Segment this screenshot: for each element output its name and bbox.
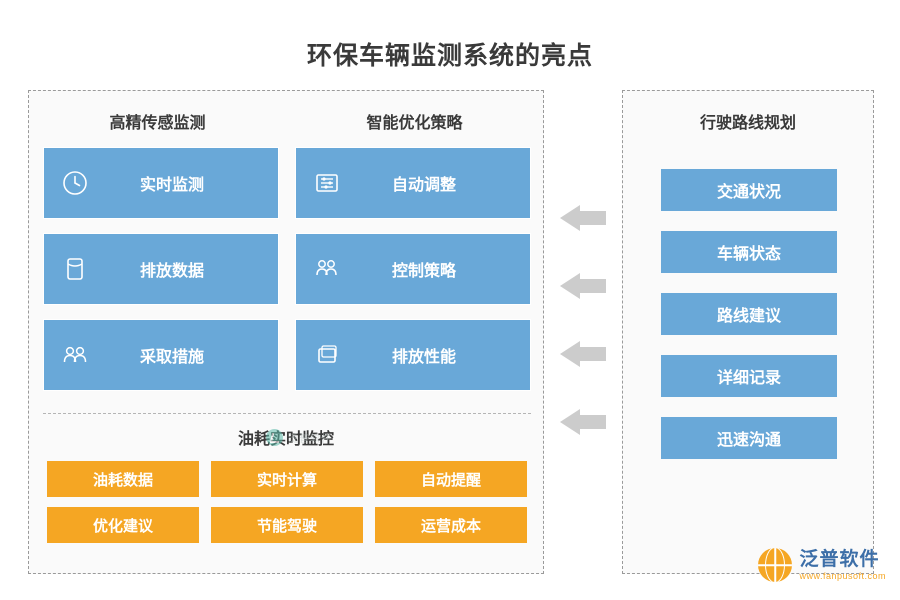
people-icon — [44, 340, 106, 370]
arrow-shaft — [580, 415, 606, 429]
card-emission-performance[interactable]: 排放性能 — [295, 319, 531, 391]
arrow-left-icon — [560, 341, 606, 367]
globe-ring — [765, 548, 786, 582]
windows-icon — [296, 340, 358, 370]
heading-optimization-strategy: 智能优化策略 — [366, 115, 463, 132]
fuel-item-4[interactable]: 节能驾驶 — [211, 507, 363, 543]
left-panel-headings: 高精传感监测 智能优化策略 — [29, 109, 543, 133]
brand-text: 泛普软件 www.fanpusoft.com — [799, 549, 886, 581]
card-realtime-monitoring[interactable]: 实时监测 — [43, 147, 279, 219]
fuel-item-0[interactable]: 油耗数据 — [47, 461, 199, 497]
route-item-0[interactable]: 交通状况 — [661, 169, 837, 211]
database-icon — [44, 254, 106, 284]
route-item-1[interactable]: 车辆状态 — [661, 231, 837, 273]
card-label: 排放性能 — [391, 349, 456, 366]
card-take-measures[interactable]: 采取措施 — [43, 319, 279, 391]
card-label: 控制策略 — [391, 263, 456, 280]
fuel-section-title: 油耗实时监控 — [237, 431, 334, 448]
globe-icon — [758, 548, 793, 582]
arrow-left-icon — [560, 205, 606, 231]
left-panel: 高精传感监测 智能优化策略 实时监测 — [28, 90, 544, 574]
card-label: 自动调整 — [391, 177, 456, 194]
arrow-head — [560, 409, 580, 435]
fuel-item-1[interactable]: 实时计算 — [211, 461, 363, 497]
arrow-shaft — [580, 211, 606, 225]
right-panel-list: 交通状况 车辆状态 路线建议 详细记录 迅速沟通 — [661, 169, 837, 459]
arrow-head — [560, 341, 580, 367]
left-panel-card-grid: 实时监测 排放数据 — [43, 147, 531, 391]
section-divider — [43, 413, 531, 414]
route-item-3[interactable]: 详细记录 — [661, 355, 837, 397]
clock-icon — [44, 168, 106, 198]
card-column-strategy: 自动调整 控制策略 — [295, 147, 531, 391]
fuel-item-5[interactable]: 运营成本 — [375, 507, 527, 543]
fuel-item-2[interactable]: 自动提醒 — [375, 461, 527, 497]
arrow-left-icon — [560, 409, 606, 435]
brand-logo: 泛普软件 www.fanpusoft.com — [758, 548, 886, 582]
fuel-item-3[interactable]: 优化建议 — [47, 507, 199, 543]
arrow-left-icon — [560, 273, 606, 299]
arrow-shaft — [580, 279, 606, 293]
route-item-4[interactable]: 迅速沟通 — [661, 417, 837, 459]
watermark-text: 泛普软件 — [288, 434, 332, 445]
right-panel-title: 行驶路线规划 — [699, 115, 796, 132]
card-label: 实时监测 — [139, 177, 204, 194]
brand-url: www.fanpusoft.com — [799, 570, 886, 581]
page-title: 环保车辆监测系统的亮点 — [306, 42, 593, 70]
arrow-head — [560, 273, 580, 299]
card-label: 排放数据 — [139, 263, 204, 280]
arrow-group — [560, 205, 610, 477]
card-auto-adjust[interactable]: 自动调整 — [295, 147, 531, 219]
right-panel: 行驶路线规划 交通状况 车辆状态 路线建议 详细记录 迅速沟通 — [622, 90, 874, 574]
card-control-strategy[interactable]: 控制策略 — [295, 233, 531, 305]
card-label: 采取措施 — [139, 349, 204, 366]
arrow-shaft — [580, 347, 606, 361]
watermark-check-icon — [266, 429, 283, 446]
card-emission-data[interactable]: 排放数据 — [43, 233, 279, 305]
center-watermark: 泛普软件 — [266, 429, 332, 446]
arrow-head — [560, 205, 580, 231]
card-column-sensor: 实时监测 排放数据 — [43, 147, 279, 391]
heading-sensor-monitoring: 高精传感监测 — [109, 115, 206, 132]
users-icon — [296, 254, 358, 284]
brand-name: 泛普软件 — [799, 548, 880, 570]
fuel-section-grid: 油耗数据 实时计算 自动提醒 优化建议 节能驾驶 运营成本 — [47, 461, 527, 543]
sliders-icon — [296, 168, 358, 198]
route-item-2[interactable]: 路线建议 — [661, 293, 837, 335]
